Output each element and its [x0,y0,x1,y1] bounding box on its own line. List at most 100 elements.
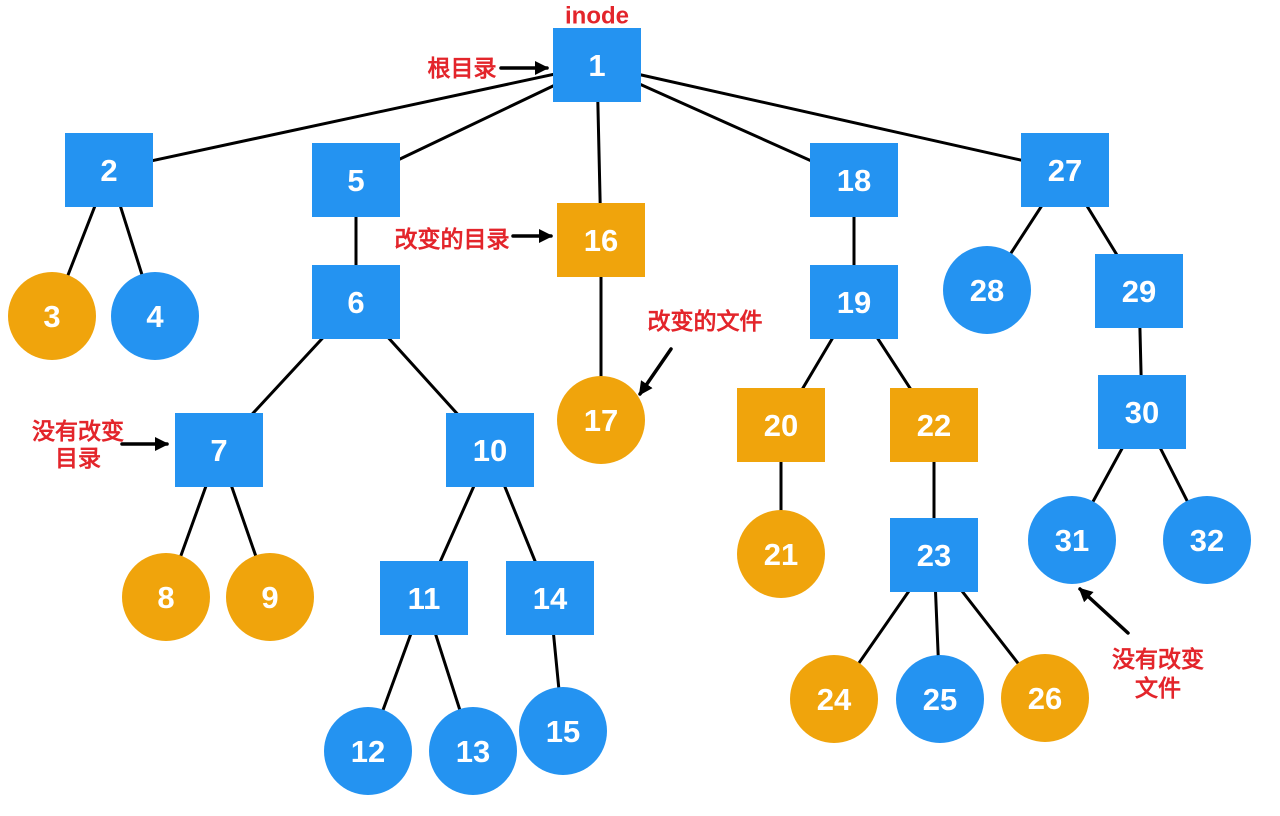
node-3: 3 [8,272,96,360]
node-4-label: 4 [146,299,164,334]
node-8-label: 8 [157,580,174,615]
node-7-label: 7 [210,433,227,468]
node-9-circle [226,553,314,641]
node-14-square [506,561,594,635]
node-6-square [312,265,400,339]
label-unchanged-dir: 没有改变目录 [32,418,169,471]
node-13: 13 [429,707,517,795]
node-27-square [1021,133,1109,207]
node-6-label: 6 [347,285,364,320]
label-changed-dir-text: 改变的目录 [395,226,510,252]
node-29-label: 29 [1122,274,1156,309]
node-6: 6 [312,265,400,339]
tree-edge-1-27 [595,63,1067,172]
node-3-label: 3 [43,299,60,334]
node-14: 14 [506,561,594,635]
node-10-label: 10 [473,433,507,468]
node-8-circle [122,553,210,641]
node-12-circle [324,707,412,795]
node-24-label: 24 [817,682,852,717]
label-changed-file-arrow-icon [638,347,673,396]
label-unchanged-dir-text: 没有改变目录 [32,418,124,471]
node-20-label: 20 [764,408,798,443]
node-30-square [1098,375,1186,449]
node-13-label: 13 [456,734,490,769]
node-22: 22 [890,388,978,462]
node-17-label: 17 [584,403,618,438]
node-26: 26 [1001,654,1089,742]
node-29-square [1095,254,1183,328]
node-2: 2 [65,133,153,207]
node-18: 18 [810,143,898,217]
node-18-label: 18 [837,163,871,198]
node-19: 19 [810,265,898,339]
node-31-label: 31 [1055,523,1089,558]
node-12: 12 [324,707,412,795]
node-22-label: 22 [917,408,951,443]
node-25-circle [896,655,984,743]
node-26-circle [1001,654,1089,742]
node-21-label: 21 [764,537,798,572]
node-16: 16 [557,203,645,277]
node-1-label: 1 [588,48,605,83]
node-7-square [175,413,263,487]
node-31-circle [1028,496,1116,584]
node-12-label: 12 [351,734,385,769]
label-unchanged-file-arrow-icon [1078,587,1130,635]
inode-title: inode [565,2,629,29]
node-14-label: 14 [533,581,568,616]
node-27: 27 [1021,133,1109,207]
node-15: 15 [519,687,607,775]
node-2-label: 2 [100,153,117,188]
node-20: 20 [737,388,825,462]
node-8: 8 [122,553,210,641]
node-11-square [380,561,468,635]
node-17-circle [557,376,645,464]
label-changed-dir: 改变的目录 [395,226,553,252]
node-4-circle [111,272,199,360]
node-16-label: 16 [584,223,618,258]
node-23: 23 [890,518,978,592]
label-root-dir: 根目录 [428,55,549,81]
node-5-square [312,143,400,217]
node-1: 1 [553,28,641,102]
node-24: 24 [790,655,878,743]
node-7: 7 [175,413,263,487]
node-2-square [65,133,153,207]
node-19-square [810,265,898,339]
node-17: 17 [557,376,645,464]
node-1-square [553,28,641,102]
node-22-square [890,388,978,462]
node-13-circle [429,707,517,795]
node-26-label: 26 [1028,681,1062,716]
node-32-circle [1163,496,1251,584]
node-25-label: 25 [923,682,957,717]
node-10-square [446,413,534,487]
node-15-circle [519,687,607,775]
node-30: 30 [1098,375,1186,449]
node-11-label: 11 [408,581,441,616]
label-unchanged-file: 没有改变文件 [1078,587,1204,701]
node-23-square [890,518,978,592]
node-21: 21 [737,510,825,598]
node-9-label: 9 [261,580,278,615]
node-15-label: 15 [546,714,580,749]
node-10: 10 [446,413,534,487]
node-11: 11 [380,561,468,635]
node-3-circle [8,272,96,360]
node-16-square [557,203,645,277]
node-18-square [810,143,898,217]
node-30-label: 30 [1125,395,1159,430]
node-20-square [737,388,825,462]
inode-title-text: inode [565,2,629,29]
node-9: 9 [226,553,314,641]
node-23-label: 23 [917,538,951,573]
node-32: 32 [1163,496,1251,584]
node-5: 5 [312,143,400,217]
node-28-circle [943,246,1031,334]
node-5-label: 5 [347,163,364,198]
